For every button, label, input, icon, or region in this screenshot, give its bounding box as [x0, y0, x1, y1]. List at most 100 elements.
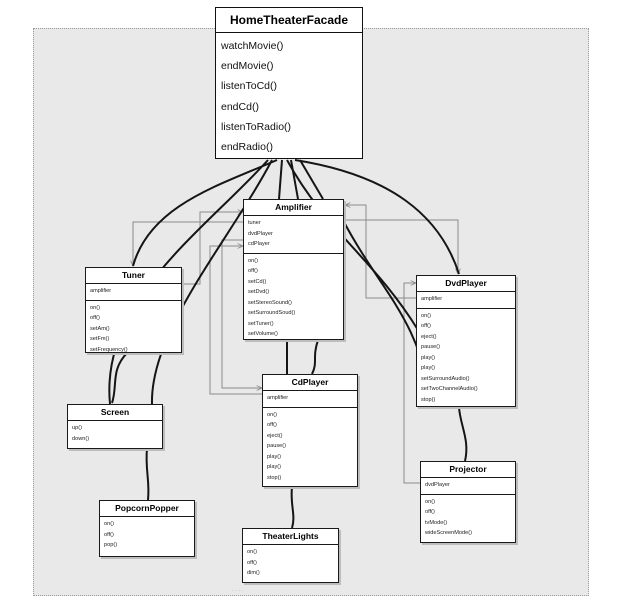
cd-to-lights-wire: [290, 486, 295, 529]
class-cdplayer-title: CdPlayer: [263, 375, 357, 391]
method-row: listenToRadio(): [221, 120, 292, 133]
method-row: off(): [421, 323, 431, 329]
method-row: setSurroundAudio(): [421, 375, 470, 382]
facade-to-popcorn-wire: [150, 159, 273, 405]
method-row: endCd(): [221, 100, 259, 113]
class-popcornpopper-methods: on() off() pop(): [100, 517, 194, 554]
method-row: setStereoSound(): [248, 299, 292, 306]
class-screen[interactable]: Screen up() down(): [67, 404, 163, 449]
class-tuner[interactable]: Tuner amplifier on() off() setAm() setFm…: [85, 267, 182, 353]
method-row: setSurroundSoud(): [248, 310, 296, 316]
class-screen-title: Screen: [68, 405, 162, 421]
amp-to-tuner-ref: [133, 221, 244, 266]
method-row: on(): [247, 549, 257, 555]
class-popcornpopper[interactable]: PopcornPopper on() off() pop(): [99, 500, 195, 557]
class-dvdplayer-methods: on() off() eject() pause() play() play()…: [417, 309, 515, 409]
class-amplifier-methods: on() off() setCd() setDvd() setStereoSou…: [244, 254, 343, 343]
class-dvdplayer-title: DvdPlayer: [417, 276, 515, 292]
method-row: eject(): [421, 333, 437, 340]
method-row: listenToCd(): [221, 80, 278, 93]
method-row: on(): [248, 257, 258, 264]
class-facade-methods: watchMovie() endMovie() listenToCd() end…: [216, 33, 362, 157]
class-tuner-fields: amplifier: [86, 284, 181, 301]
method-row: setCd(): [248, 278, 267, 285]
method-row: off(): [267, 422, 277, 428]
method-row: play(): [421, 365, 435, 371]
method-row: stop(): [267, 474, 282, 481]
method-row: wideScreenMode(): [425, 530, 472, 536]
class-popcornpopper-title: PopcornPopper: [100, 501, 194, 517]
amp-to-cd-wire-2: [311, 339, 319, 375]
field-row: dvdPlayer: [248, 230, 273, 237]
facade-to-dvd-wire: [294, 159, 460, 275]
method-row: off(): [90, 315, 100, 321]
footer-mark: · · · ·: [232, 588, 243, 594]
tuner-to-screen-wire: [111, 351, 129, 404]
method-row: tvMode(): [425, 519, 448, 526]
class-projector-fields: dvdPlayer: [421, 478, 515, 495]
class-dvdplayer[interactable]: DvdPlayer amplifier on() off() eject() p…: [416, 275, 516, 407]
class-cdplayer-fields: amplifier: [263, 391, 357, 408]
class-projector-methods: on() off() tvMode() wideScreenMode(): [421, 495, 515, 542]
method-row: setTuner(): [248, 320, 274, 327]
class-tuner-methods: on() off() setAm() setFm() setFrequency(…: [86, 301, 181, 359]
facade-to-amp-wire-2: [290, 159, 299, 200]
class-facade-title: HomeTheaterFacade: [216, 8, 362, 33]
field-row: tuner: [248, 220, 261, 226]
class-tuner-title: Tuner: [86, 268, 181, 284]
amp-to-cd-ref: [221, 239, 262, 388]
method-row: dim(): [247, 570, 260, 576]
class-projector-title: Projector: [421, 462, 515, 478]
method-row: off(): [425, 509, 435, 515]
class-amplifier-fields: tuner dvdPlayer cdPlayer: [244, 216, 343, 254]
method-row: down(): [72, 435, 90, 442]
class-cdplayer-methods: on() off() eject() pause() play() play()…: [263, 408, 357, 487]
method-row: watchMovie(): [221, 40, 284, 52]
class-cdplayer[interactable]: CdPlayer amplifier on() off() eject() pa…: [262, 374, 358, 487]
facade-to-amp-wire-3: [299, 159, 324, 200]
field-row: dvdPlayer: [425, 482, 450, 488]
method-row: play(): [267, 453, 281, 460]
method-row: off(): [248, 268, 258, 274]
class-amplifier-title: Amplifier: [244, 200, 343, 216]
field-row: amplifier: [267, 395, 289, 401]
method-row: up(): [72, 425, 82, 431]
field-row: amplifier: [90, 288, 112, 294]
field-row: amplifier: [421, 296, 443, 302]
class-screen-methods: up() down(): [68, 421, 162, 447]
method-row: pause(): [267, 443, 286, 449]
class-theaterlights[interactable]: TheaterLights on() off() dim(): [242, 528, 339, 583]
method-row: pause(): [421, 344, 440, 350]
method-row: pop(): [104, 542, 118, 548]
method-row: setTwoChannelAudio(): [421, 386, 478, 392]
method-row: play(): [421, 354, 435, 361]
method-row: on(): [90, 304, 100, 311]
class-theaterlights-methods: on() off() dim(): [243, 545, 338, 582]
class-amplifier[interactable]: Amplifier tuner dvdPlayer cdPlayer on() …: [243, 199, 344, 340]
field-row: cdPlayer: [248, 241, 270, 247]
cd-to-amp-ref: [209, 246, 262, 395]
amp-to-dvd-ref: [344, 219, 458, 274]
method-row: on(): [104, 521, 114, 527]
method-row: on(): [421, 312, 431, 319]
method-row: on(): [267, 411, 277, 418]
method-row: setFm(): [90, 336, 110, 342]
method-row: off(): [104, 531, 114, 538]
class-facade[interactable]: HomeTheaterFacade watchMovie() endMovie(…: [215, 7, 363, 159]
tuner-to-amp-ref: [182, 212, 243, 285]
facade-to-tuner-wire: [132, 159, 278, 267]
dvd-to-projector-wire: [458, 406, 468, 462]
screen-to-popcorn-wire: [145, 447, 150, 501]
method-row: endRadio(): [221, 141, 273, 154]
method-row: setFrequency(): [90, 346, 128, 353]
method-row: setAm(): [90, 325, 110, 332]
projector-to-dvd-ref: [403, 283, 420, 484]
class-projector[interactable]: Projector dvdPlayer on() off() tvMode() …: [420, 461, 516, 543]
method-row: eject(): [267, 432, 283, 439]
facade-to-amp-wire-1: [278, 159, 283, 200]
method-row: play(): [267, 464, 281, 470]
facade-to-projector-wire: [286, 159, 419, 331]
class-theaterlights-title: TheaterLights: [243, 529, 338, 545]
method-row: setDvd(): [248, 289, 270, 295]
